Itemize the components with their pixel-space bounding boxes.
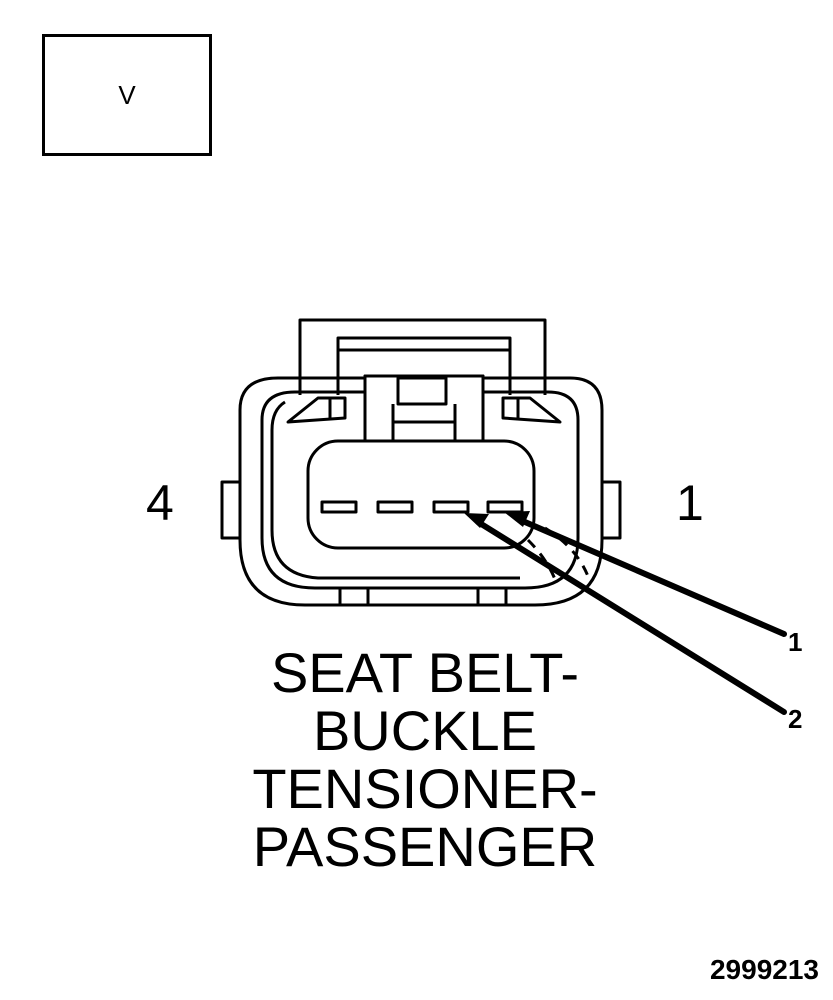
terminal-3 — [376, 500, 414, 514]
connector-title: SEAT BELT- BUCKLE TENSIONER- PASSENGER — [200, 644, 650, 876]
callout-label-2: 2 — [788, 704, 803, 734]
right-latch — [501, 396, 562, 424]
latch-outer — [298, 318, 547, 395]
figure-id: 2999213 — [709, 954, 819, 985]
left-rib — [220, 480, 240, 540]
arrowhead-1 — [504, 511, 530, 527]
terminal-cavity — [306, 439, 536, 550]
title-line: TENSIONER- — [252, 757, 598, 820]
housing-inner — [260, 390, 580, 590]
housing-inner-wall — [270, 400, 520, 580]
leader-line-2 — [475, 519, 787, 715]
title-line: SEAT BELT- — [270, 641, 580, 704]
title-line: PASSENGER — [252, 815, 598, 878]
pin-number-right: 1 — [676, 475, 704, 531]
title-line: BUCKLE — [312, 699, 538, 762]
terminal-4 — [320, 500, 358, 514]
right-rib — [602, 480, 622, 540]
leader-line-1 — [515, 516, 787, 637]
callout-label-1: 1 — [788, 627, 803, 657]
latch-inner — [336, 336, 512, 395]
view-indicator-box: V — [42, 34, 212, 156]
pin-number-left: 4 — [146, 475, 174, 531]
arrowhead-2 — [464, 513, 489, 528]
left-latch — [286, 396, 347, 424]
terminal-2 — [432, 500, 470, 514]
view-letter: V — [118, 80, 136, 110]
